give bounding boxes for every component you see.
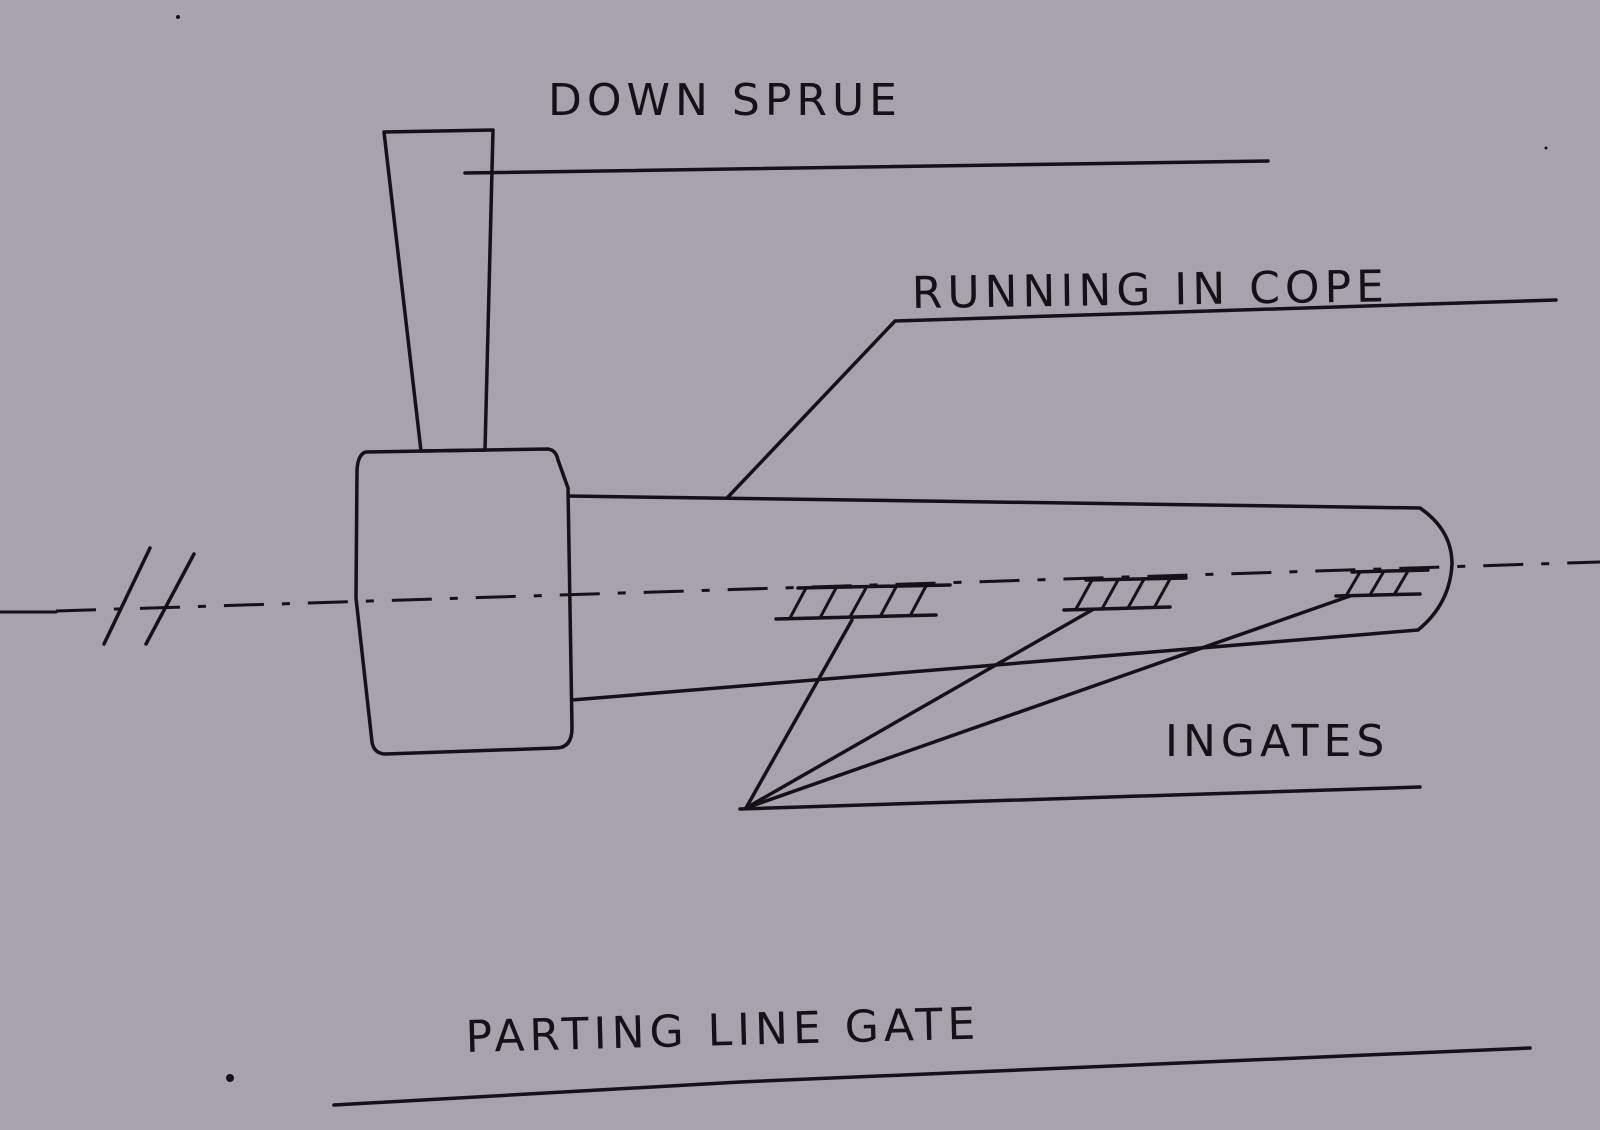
speck-top <box>176 15 180 19</box>
break-mark-2 <box>144 552 196 646</box>
label-down-sprue: DOWN SPRUE <box>548 75 902 126</box>
ingates-leaders <box>738 594 1422 811</box>
down-sprue <box>382 128 495 453</box>
break-mark-1 <box>102 546 152 646</box>
ingate-2 <box>1062 576 1188 612</box>
speck-left <box>226 1074 234 1082</box>
ingate-3 <box>1334 568 1430 598</box>
title-underline <box>332 1046 1532 1107</box>
ingate-1 <box>774 583 952 621</box>
label-ingates: INGATES <box>1165 716 1389 767</box>
speck-right <box>1544 146 1548 150</box>
running-in-cope-leader <box>726 298 1558 499</box>
runner-bar <box>566 494 1454 702</box>
label-running-in-cope: RUNNING IN COPE <box>911 261 1389 319</box>
sprue-well <box>354 447 574 756</box>
page-title: PARTING LINE GATE <box>465 999 981 1063</box>
down-sprue-leader <box>463 159 1270 175</box>
